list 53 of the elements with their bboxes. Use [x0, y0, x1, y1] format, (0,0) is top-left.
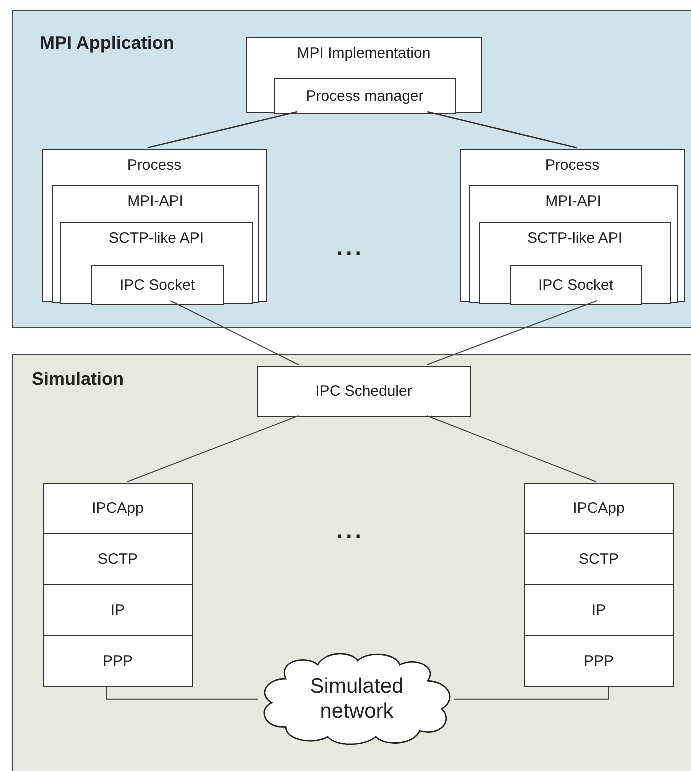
- layer-box: [524, 584, 674, 636]
- layer-box: [91, 265, 224, 305]
- layer-label: SCTP: [578, 550, 619, 568]
- layer-label: PPP: [102, 652, 133, 670]
- layer-box: [60, 222, 253, 304]
- layer-box: [469, 185, 678, 303]
- connector-line: [427, 111, 578, 149]
- layer-label: MPI-API: [126, 193, 184, 210]
- layer-box: [524, 635, 674, 687]
- layer-box: [43, 584, 193, 636]
- layer-box: [52, 185, 259, 303]
- layer-label: Process: [544, 157, 601, 174]
- layer-box: [524, 533, 674, 585]
- layer-box: [479, 222, 671, 304]
- layer-label: IPCApp: [92, 500, 144, 517]
- connector-line: [454, 686, 609, 700]
- layer-box: [43, 635, 193, 687]
- ellipsis: ...: [337, 235, 364, 261]
- layer-label: MPI-API: [544, 193, 602, 210]
- connector-line: [170, 300, 300, 366]
- layer-box: [43, 533, 193, 585]
- layer-box: [524, 483, 674, 534]
- layer-label: Process: [126, 157, 183, 174]
- panel-title: MPI Application: [40, 33, 174, 54]
- connector-line: [426, 300, 598, 366]
- panel-title: Simulation: [32, 369, 124, 390]
- layer-label: Process manager: [306, 88, 424, 104]
- layer-box: [42, 149, 267, 302]
- connector-line: [106, 686, 258, 700]
- layer-label: SCTP-like API: [108, 230, 206, 247]
- layer-box: [274, 78, 456, 114]
- layer-label: IPC Scheduler: [316, 383, 412, 400]
- connector-line: [148, 111, 298, 149]
- layer-label: Simulated network: [309, 673, 405, 724]
- layer-box: [510, 265, 642, 305]
- layer-box: [246, 37, 482, 113]
- layer-panel: [12, 354, 691, 771]
- connector-line: [127, 416, 300, 482]
- layer-label: SCTP-like API: [526, 230, 624, 247]
- layer-box: [460, 149, 685, 302]
- connector-line: [426, 416, 597, 482]
- layer-label: IP: [110, 602, 126, 618]
- layer-label: IPC Socket: [538, 276, 614, 294]
- layer-box: [257, 366, 471, 417]
- layer-label: IPC Socket: [120, 276, 196, 294]
- ellipsis: ...: [337, 518, 364, 544]
- layer-panel: [12, 10, 691, 328]
- layer-label: IPCApp: [573, 500, 625, 517]
- layer-label: PPP: [584, 652, 614, 670]
- layer-box: [43, 483, 193, 534]
- layer-label: IP: [592, 602, 606, 618]
- layer-label: MPI Implementation: [296, 45, 432, 62]
- layer-label: SCTP: [98, 550, 138, 568]
